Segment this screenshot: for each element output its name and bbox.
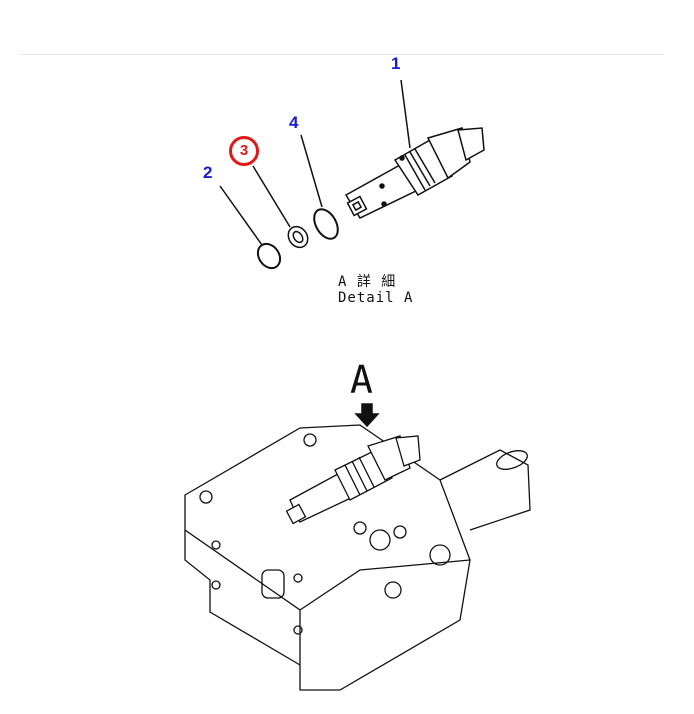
callout-4[interactable]: 4	[289, 113, 299, 132]
view-marker-label: A	[350, 358, 373, 402]
callout-1[interactable]: 1	[391, 54, 401, 73]
caption-japanese: A 詳 細	[338, 274, 397, 290]
view-arrow-icon	[354, 403, 380, 428]
o-ring-2	[256, 242, 282, 270]
backup-ring-3	[287, 225, 309, 249]
leader-line-2	[219, 185, 263, 246]
leader-line-1	[400, 79, 411, 149]
caption-english: Detail A	[338, 290, 414, 306]
divider	[20, 54, 664, 55]
callout-3-highlighted[interactable]: 3	[229, 136, 259, 166]
o-ring-4	[313, 208, 339, 240]
valve-block-assembly	[184, 424, 531, 691]
leader-line-3	[252, 165, 291, 228]
relief-valve-1	[344, 127, 485, 219]
leader-line-4	[300, 134, 323, 208]
callout-2[interactable]: 2	[203, 163, 213, 182]
